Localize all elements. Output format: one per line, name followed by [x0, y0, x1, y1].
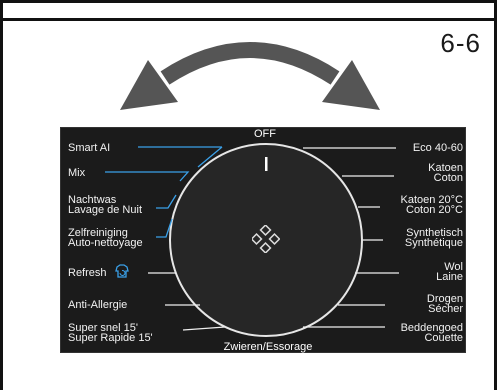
- program-refresh[interactable]: Refresh: [68, 267, 107, 279]
- frame-right-border: [494, 0, 497, 390]
- dial-indicator-mark: [265, 157, 268, 171]
- header-divider: [0, 18, 497, 21]
- spin-label: Zwieren/Essorage: [223, 341, 313, 353]
- program-dial[interactable]: [60, 127, 466, 353]
- program-self-clean[interactable]: Zelfreiniging Auto-nettoyage: [68, 227, 143, 249]
- program-cotton-20[interactable]: Katoen 20°C Coton 20°C: [400, 194, 464, 216]
- frame-top-border: [0, 0, 497, 3]
- frame-left-border: [0, 0, 3, 390]
- program-dry[interactable]: Drogen Sécher: [426, 293, 463, 315]
- program-smart-ai[interactable]: Smart AI: [68, 142, 111, 154]
- program-mix[interactable]: Mix: [68, 167, 86, 179]
- refresh-shirt-icon: [115, 264, 129, 278]
- program-bedding[interactable]: Beddengoed Couette: [400, 322, 463, 344]
- dial-off-label: OFF: [254, 128, 276, 140]
- dial-knob: [169, 143, 363, 337]
- dial-center-diamond-icon: [252, 225, 280, 253]
- program-super-quick-15[interactable]: Super snel 15' Super Rapide 15': [68, 322, 153, 344]
- program-synthetic[interactable]: Synthetisch Synthétique: [404, 227, 463, 249]
- rotate-both-ways-arrow-icon: [120, 42, 380, 110]
- program-night-wash[interactable]: Nachtwas Lavage de Nuit: [68, 194, 142, 216]
- program-cotton[interactable]: Katoen Coton: [428, 162, 463, 184]
- program-wool[interactable]: Wol Laine: [436, 261, 463, 283]
- program-anti-allergy[interactable]: Anti-Allergie: [68, 299, 128, 311]
- program-eco-40-60[interactable]: Eco 40-60: [412, 142, 463, 154]
- page-number: 6-6: [440, 28, 481, 58]
